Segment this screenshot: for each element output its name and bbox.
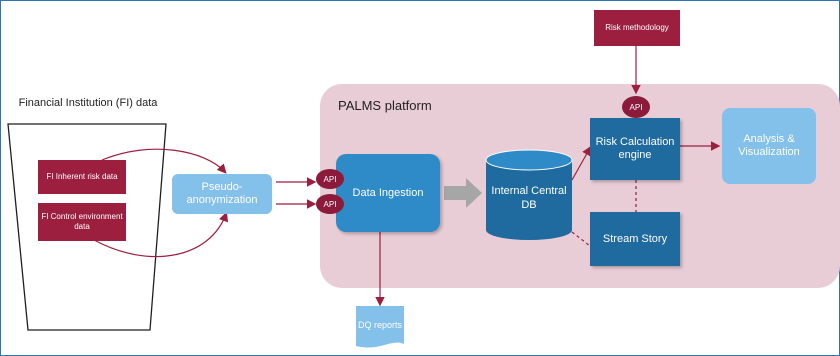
fi-inherent-risk-box: FI Inherent risk data (38, 160, 126, 194)
pseudo-anonymization-box: Pseudo-anonymization (172, 174, 272, 214)
api-badge-risk: API (622, 96, 650, 118)
analysis-visualization-label: Analysis & Visualization (738, 133, 800, 158)
arrow-control-to-pseudo (93, 211, 229, 258)
analysis-visualization-box: Analysis & Visualization (722, 108, 816, 184)
dq-reports-shape (356, 306, 404, 348)
api-badge-2: API (316, 194, 344, 214)
risk-calculation-engine-box: Risk Calculation engine (590, 118, 680, 180)
fi-title: Financial Institution (FI) data (18, 97, 158, 109)
link-db-to-stream (571, 231, 591, 247)
fi-control-environment-label: FI Control environment data (41, 212, 123, 231)
fi-inherent-risk-label: FI Inherent risk data (46, 172, 118, 181)
internal-central-db-label: Internal Central DB (491, 185, 567, 211)
arrow-inherent-to-pseudo (101, 148, 227, 174)
arrow-db-to-risk (571, 145, 592, 181)
pseudo-anonymization-label: Pseudo-anonymization (186, 181, 258, 206)
data-ingestion-label: Data Ingestion (352, 186, 424, 199)
data-ingestion-box: Data Ingestion (336, 154, 440, 232)
risk-methodology-label: Risk methodology (605, 23, 669, 32)
dq-reports-label: DQ reports (357, 320, 402, 330)
risk-methodology-box: Risk methodology (594, 10, 680, 46)
platform-title: PALMS platform (338, 98, 432, 113)
stream-story-label: Stream Story (602, 232, 668, 245)
arrow-ingestion-to-db (444, 178, 482, 208)
fi-control-environment-box: FI Control environment data (38, 203, 126, 241)
db-cylinder-shape (485, 149, 573, 240)
api-badge-1: API (316, 169, 344, 189)
risk-calculation-engine-label: Risk Calculation engine (595, 136, 675, 161)
stream-story-box: Stream Story (590, 212, 680, 266)
